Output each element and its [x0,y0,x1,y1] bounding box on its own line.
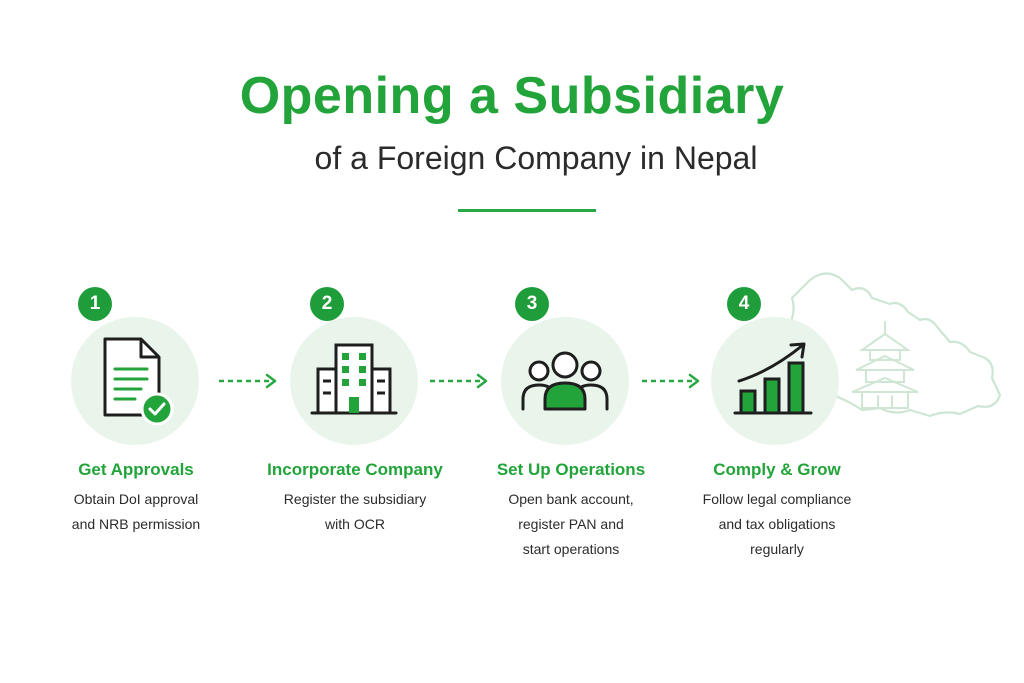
building-icon [310,343,398,415]
step-1-description-line: Obtain DoI approval [73,491,199,507]
dashed-arrow-icon [430,373,488,389]
step-1-number-badge: 1 [78,287,112,321]
step-3-title: Set Up Operations [496,460,646,479]
step-3-description-line: register PAN and [518,516,624,532]
step-2-circle [290,317,418,445]
step-4-description: Follow legal compliance and tax obligati… [657,487,897,562]
step-2-description-line: Register the subsidiary [283,491,427,507]
title-divider [458,209,596,212]
step-2-description: Register the subsidiary with OCR [235,487,475,537]
step-4-description-line: Follow legal compliance [702,491,852,507]
step-1-title: Get Approvals [78,460,194,479]
dashed-arrow-icon [642,373,700,389]
step-2-title: Incorporate Company [267,460,443,479]
page-title: Opening a Subsidiary [239,67,785,125]
step-1-description-line: and NRB permission [71,516,201,532]
document-check-icon [103,337,174,426]
step-3-description-line: Open bank account, [508,491,634,507]
step-3-circle [501,317,629,445]
step-3-description: Open bank account, register PAN and star… [451,487,691,562]
step-2-number-badge: 2 [310,287,344,321]
step-4-description-line: and tax obligations [718,516,836,532]
dashed-arrow-icon [219,373,277,389]
step-1-description: Obtain DoI approval and NRB permission [16,487,256,537]
step-3-description-line: start operations [522,541,620,557]
step-3-number-badge: 3 [515,287,549,321]
step-1-circle [71,317,199,445]
pagoda-temple-icon [851,321,919,409]
growth-chart-icon [733,342,813,415]
step-4-number-badge: 4 [727,287,761,321]
step-4-circle [711,317,839,445]
page-subtitle: of a Foreign Company in Nepal [314,140,758,176]
step-2-description-line: with OCR [325,516,385,532]
step-4-title: Comply & Grow [713,460,841,479]
step-4-description-line: regularly [750,541,804,557]
people-group-icon [521,351,609,411]
